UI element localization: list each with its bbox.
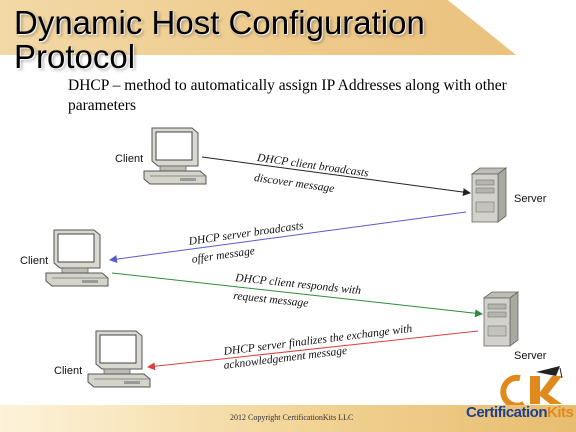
client1-computer-icon	[143, 127, 207, 185]
copyright-text: 2012 Copyright CertificationKits LLC	[230, 413, 354, 422]
server2-icon	[483, 291, 519, 347]
certificationkits-logo-icon	[500, 366, 563, 409]
client2-label: Client	[20, 255, 49, 267]
logo-wordmark: CertificationKits	[466, 404, 574, 421]
logo-wordmark-part2: Kits	[547, 404, 574, 421]
server1-label: Server	[514, 193, 547, 205]
subtitle-line-2: parameters	[68, 97, 136, 114]
request-arrow	[111, 272, 483, 318]
title-line-1: Dynamic Host Configuration	[14, 4, 425, 41]
slide-title: Dynamic Host Configuration Protocol	[14, 6, 425, 74]
title-line-2: Protocol	[14, 38, 136, 75]
discover-arrow	[201, 156, 471, 197]
logo-wordmark-part1: Certification	[466, 404, 548, 421]
server2-label: Server	[514, 350, 547, 362]
offer-arrow	[109, 211, 467, 264]
client2-computer-icon	[45, 229, 109, 287]
client3-computer-icon	[87, 330, 151, 388]
subtitle-line-1: DHCP – method to automatically assign IP…	[68, 77, 507, 94]
footer-bar	[0, 405, 576, 432]
server1-icon	[471, 167, 507, 223]
client1-label: Client	[115, 153, 144, 165]
slide-subtitle: DHCP – method to automatically assign IP…	[68, 76, 558, 116]
ack-arrow	[147, 330, 479, 371]
client3-label: Client	[54, 365, 83, 377]
